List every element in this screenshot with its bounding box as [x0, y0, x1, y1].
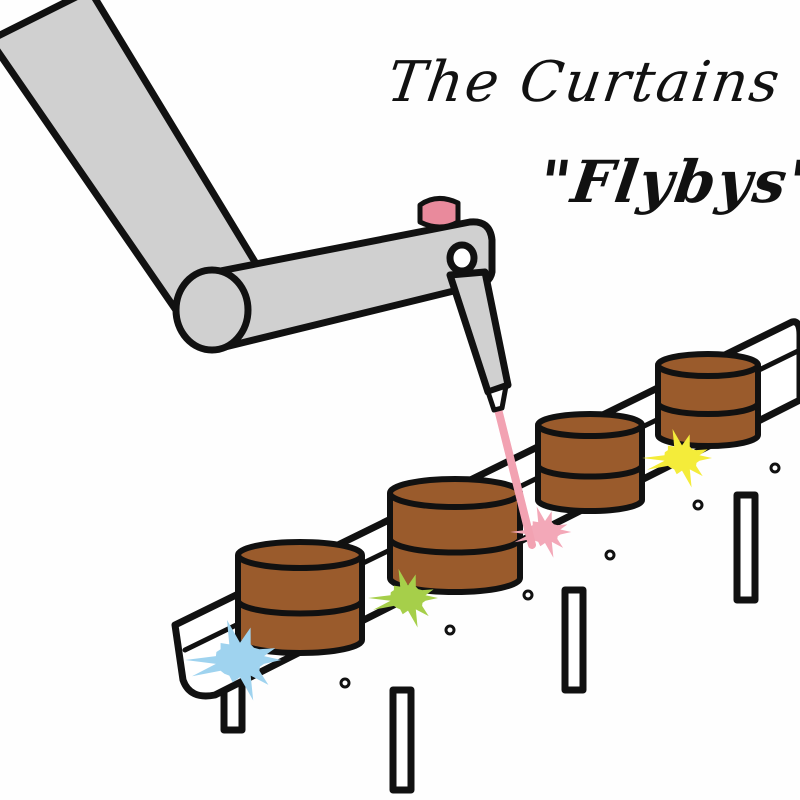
elbow-joint — [172, 266, 252, 354]
conveyor-leg — [733, 491, 759, 604]
paint-splat-green — [368, 568, 438, 628]
cake — [235, 539, 365, 656]
conveyor-leg — [389, 686, 415, 794]
pink-button-icon — [417, 196, 461, 230]
paint-splat-blue — [185, 620, 282, 701]
paint-splat-pink — [510, 506, 572, 558]
laser-beam — [493, 401, 536, 549]
conveyor-bolts — [339, 462, 781, 689]
cake — [655, 351, 761, 449]
album-title: "Flybys" — [535, 148, 800, 216]
wrist-joint — [446, 241, 478, 275]
paint-splat-yellow — [642, 428, 712, 488]
conveyor-leg — [561, 586, 587, 694]
nozzle-tip — [485, 383, 509, 413]
band-name: The Curtains — [383, 50, 786, 115]
cake — [535, 411, 645, 514]
cake — [387, 476, 523, 595]
robot-arm — [0, 0, 512, 413]
conveyor-legs — [220, 491, 759, 794]
nozzle — [446, 268, 512, 396]
